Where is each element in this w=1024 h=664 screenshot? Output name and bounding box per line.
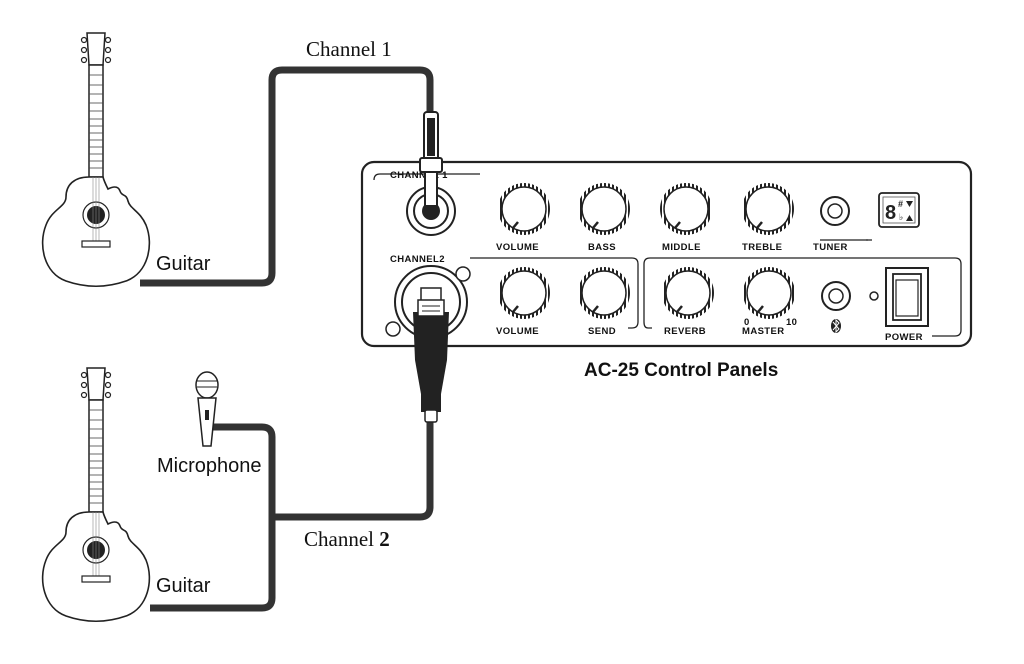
tuner-display-sharp: # (898, 199, 903, 209)
guitar1-label: Guitar (156, 253, 211, 275)
channel1-cable (140, 66, 434, 287)
ch2-send-knob[interactable] (578, 267, 630, 319)
guitar2-label: Guitar (156, 575, 211, 597)
tuner-arrow-down-icon (906, 201, 913, 207)
ch1-bass-label: BASS (588, 242, 616, 253)
ch2-volume-label: VOLUME (496, 326, 539, 337)
tuner-arrow-up-icon (906, 215, 913, 221)
microphone-label: Microphone (157, 455, 262, 477)
tuner-display: 8 # ♭ (878, 192, 920, 228)
channel2-cable (272, 420, 434, 521)
power-label: POWER (885, 332, 923, 343)
channel1-section-label: CHANNEL 1 (390, 170, 448, 181)
bluetooth-icon (831, 318, 841, 334)
reverb-label: REVERB (664, 326, 706, 337)
guitar-2-illustration (41, 367, 151, 623)
ch1-middle-knob[interactable] (660, 183, 712, 235)
channel1-input-jack[interactable] (406, 186, 456, 236)
tuner-display-digit: 8 (885, 202, 896, 224)
guitar-1-illustration (41, 32, 151, 288)
channel2-label-text: Channel (304, 527, 379, 551)
master-label: MASTER (742, 326, 785, 337)
tuner-label: TUNER (813, 242, 848, 253)
bluetooth-button[interactable] (821, 281, 851, 311)
channel2-section-outline (470, 257, 639, 329)
power-switch[interactable] (885, 267, 929, 327)
channel2-xlr-plug (413, 299, 449, 423)
master-knob[interactable] (743, 267, 795, 319)
microphone-illustration (195, 371, 219, 447)
reverb-knob[interactable] (662, 267, 714, 319)
ch1-bass-knob[interactable] (578, 183, 630, 235)
master-min-label: 0 (744, 317, 750, 328)
power-led-icon (869, 291, 879, 301)
ch1-middle-label: MIDDLE (662, 242, 701, 253)
channel2-section-label: CHANNEL2 (390, 254, 445, 265)
control-panel: CHANNEL 1 VOLUME BASS MIDDLE TREBLE TUNE… (360, 111, 973, 423)
tuner-display-flat: ♭ (899, 212, 903, 222)
master-section-outline (643, 257, 962, 337)
panel-caption: AC-25 Control Panels (584, 360, 778, 381)
master-max-label: 10 (786, 317, 797, 328)
ch1-treble-knob[interactable] (742, 183, 794, 235)
ch2-send-label: SEND (588, 326, 616, 337)
ch1-volume-knob[interactable] (498, 183, 550, 235)
channel1-jack-plug (419, 111, 443, 207)
channel2-label-number: 2 (379, 527, 390, 551)
ch1-volume-label: VOLUME (496, 242, 539, 253)
channel1-label: Channel 1 (306, 37, 392, 61)
ch1-treble-label: TREBLE (742, 242, 782, 253)
channel2-label: Channel 2 (304, 527, 390, 551)
ch2-volume-knob[interactable] (498, 267, 550, 319)
cables (140, 66, 434, 612)
tuner-button[interactable] (820, 196, 850, 226)
